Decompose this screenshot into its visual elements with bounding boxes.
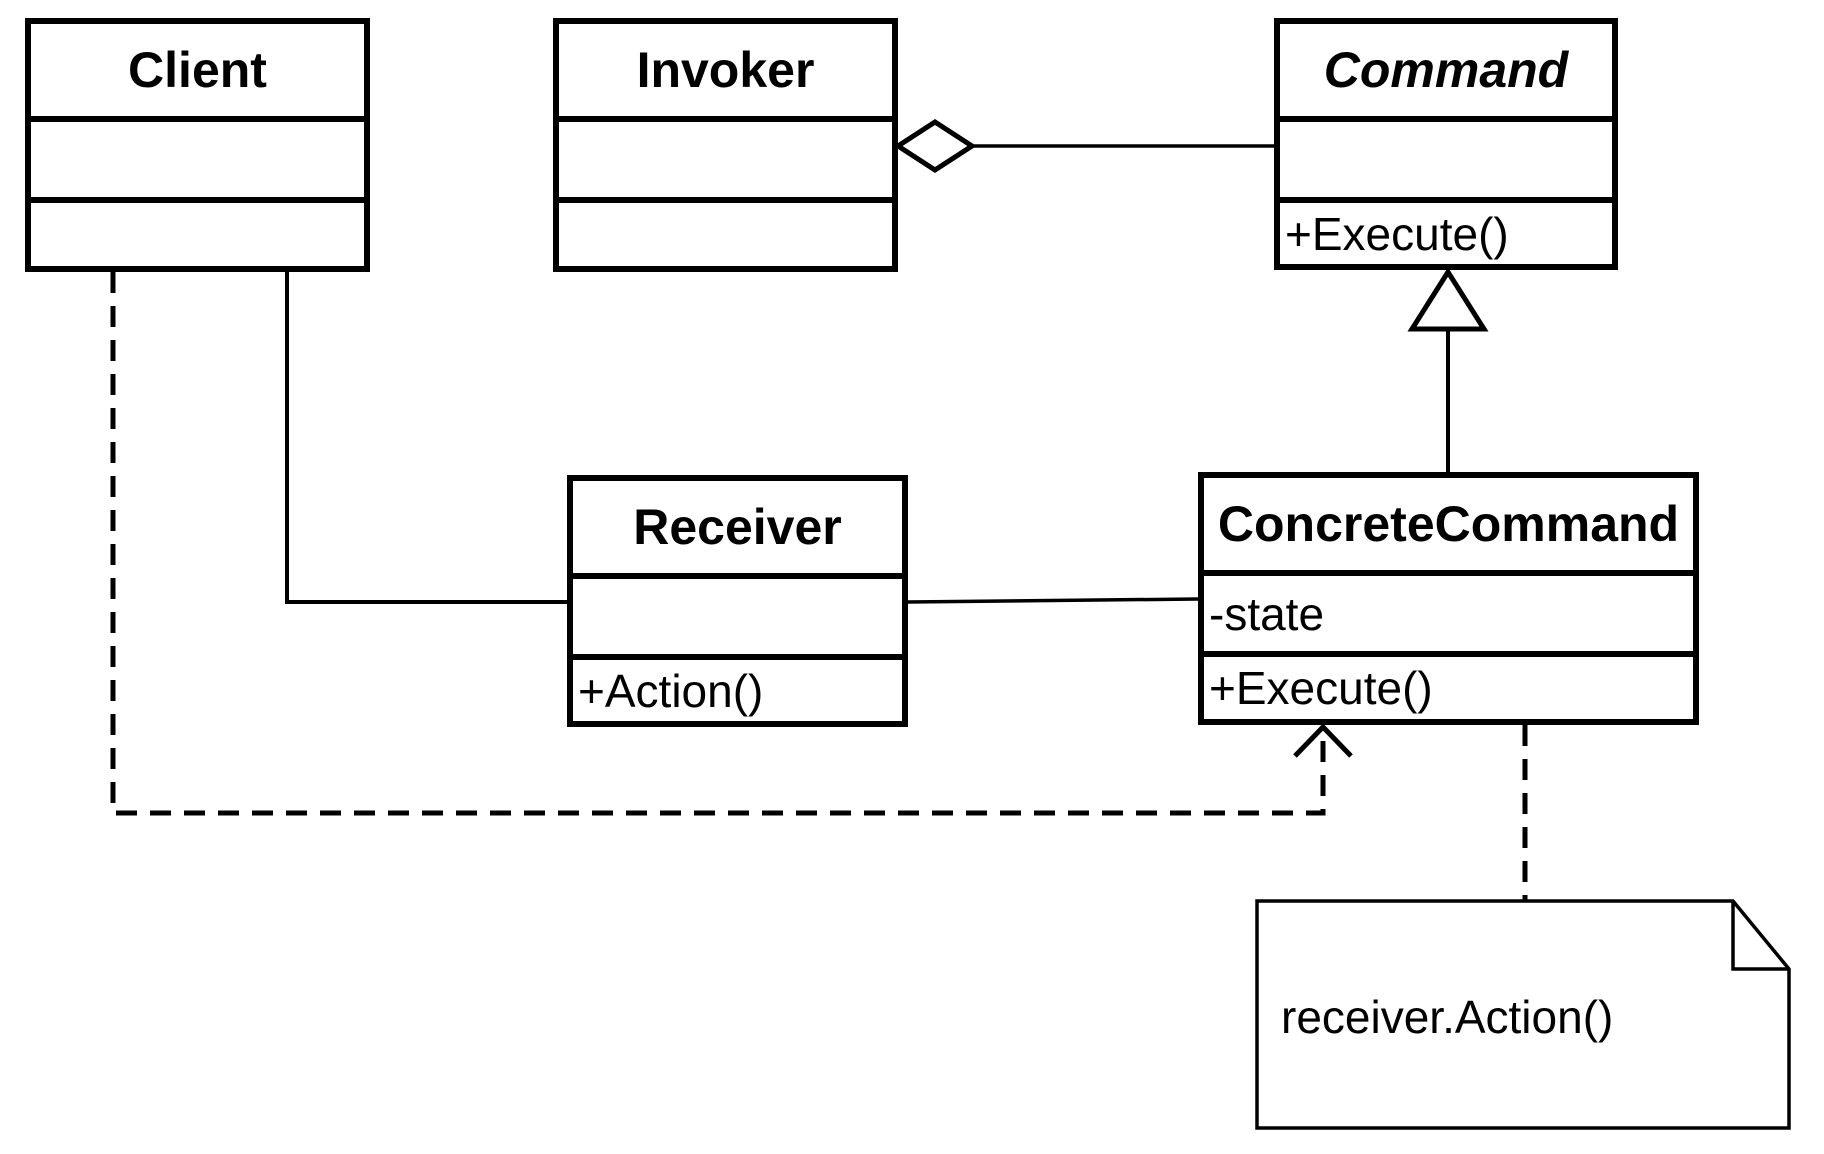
attributes-compartment bbox=[559, 116, 892, 197]
attributes-compartment bbox=[573, 573, 902, 654]
class-title: ConcreteCommand bbox=[1204, 478, 1693, 570]
class-title: Command bbox=[1280, 24, 1612, 116]
uml-note bbox=[1255, 899, 1791, 1130]
association-receiver-concretecommand bbox=[907, 597, 1199, 604]
class-title: Client bbox=[31, 24, 364, 116]
attributes-compartment bbox=[31, 116, 364, 197]
class-box-command: Command +Execute() bbox=[1274, 18, 1618, 270]
class-box-client: Client bbox=[25, 18, 370, 272]
class-title: Receiver bbox=[573, 481, 902, 573]
class-name-label: Client bbox=[128, 42, 267, 98]
class-name-label: Command bbox=[1323, 42, 1569, 98]
class-name-label: ConcreteCommand bbox=[1217, 496, 1680, 552]
methods-compartment: +Execute() bbox=[1280, 197, 1612, 264]
dependency-open-arrowhead-icon bbox=[1293, 723, 1353, 758]
note-fold-corner-icon bbox=[1731, 901, 1789, 971]
class-box-receiver: Receiver +Action() bbox=[567, 475, 908, 727]
methods-compartment bbox=[559, 197, 892, 266]
aggregation-diamond-icon bbox=[893, 119, 977, 173]
methods-compartment: +Execute() bbox=[1204, 651, 1693, 719]
methods-compartment bbox=[31, 197, 364, 266]
generalization-concretecommand-command bbox=[1407, 267, 1489, 472]
note-body bbox=[1255, 899, 1791, 1130]
class-title: Invoker bbox=[559, 24, 892, 116]
aggregation-invoker-command bbox=[893, 119, 1274, 173]
class-name-label: Receiver bbox=[633, 499, 842, 555]
class-box-concretecommand: ConcreteCommand -state +Execute() bbox=[1198, 472, 1699, 725]
attributes-compartment bbox=[1280, 116, 1612, 197]
methods-compartment: +Action() bbox=[573, 654, 902, 721]
class-name-label: Invoker bbox=[636, 42, 815, 98]
association-client-receiver bbox=[285, 272, 567, 604]
dependency-client-concretecommand bbox=[110, 272, 1353, 816]
note-text-label: receiver.Action() bbox=[1281, 991, 1614, 1043]
class-box-invoker: Invoker bbox=[553, 18, 898, 272]
attributes-compartment: -state bbox=[1204, 570, 1693, 651]
generalization-triangle-icon bbox=[1407, 267, 1489, 332]
